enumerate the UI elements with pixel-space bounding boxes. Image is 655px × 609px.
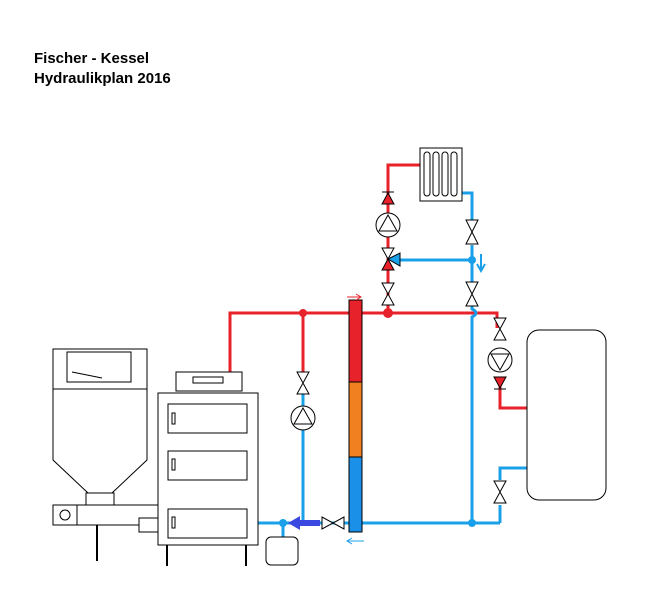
expansion-vessel xyxy=(265,536,299,566)
circulation-pump-icon xyxy=(487,347,513,373)
diagram-title: Fischer - Kessel Hydraulikplan 2016 xyxy=(34,49,171,89)
bowtie-valve-icon xyxy=(465,281,479,307)
three-way-mixing-valve-icon xyxy=(381,247,401,271)
bowtie-valve-icon xyxy=(296,371,310,395)
triangle-check-valve-icon xyxy=(493,376,507,390)
flow-arrow-icon xyxy=(347,293,362,301)
bowtie-valve-icon xyxy=(321,516,345,530)
junction-dots xyxy=(279,256,476,527)
radiator-return-pipe xyxy=(462,191,474,220)
valves xyxy=(296,219,507,530)
supply-pipes xyxy=(228,163,527,410)
triangle-check-valve-icon xyxy=(381,191,395,205)
tank-feed-pipe xyxy=(498,385,527,410)
check-valves xyxy=(381,191,507,390)
title-line-1: Fischer - Kessel xyxy=(34,50,150,67)
hopper-level-indicator xyxy=(71,371,103,379)
bowtie-valve-icon xyxy=(465,219,479,245)
header-flow-arrows xyxy=(346,293,364,545)
header-supply-pipe xyxy=(362,311,499,328)
bowtie-valve-icon xyxy=(493,317,507,341)
bowtie-valve-icon xyxy=(493,480,507,504)
pellet-hopper xyxy=(52,348,159,561)
circulation-pump-icon xyxy=(375,212,401,238)
boiler-door-top xyxy=(167,403,248,434)
title-line-2: Hydraulikplan 2016 xyxy=(34,70,171,87)
pumps xyxy=(290,212,513,431)
boiler xyxy=(157,371,259,566)
return-pipes xyxy=(253,191,527,538)
hydraulic-header xyxy=(348,299,363,533)
storage-tank xyxy=(526,329,607,501)
auger-motor-icon xyxy=(59,509,71,521)
flow-arrow-icon xyxy=(346,537,364,545)
return-riser-lower xyxy=(470,305,478,523)
boiler-flow-pipe xyxy=(228,311,349,372)
tank-return-upper xyxy=(498,466,527,480)
bowtie-valve-icon xyxy=(381,282,395,306)
flow-arrow-icon xyxy=(288,516,320,530)
heating-riser xyxy=(386,163,420,313)
hopper-body xyxy=(52,388,148,494)
circulation-pump-icon xyxy=(290,405,316,431)
radiator xyxy=(419,147,463,202)
boiler-door-middle xyxy=(167,450,248,481)
boiler-door-bottom xyxy=(167,508,248,539)
flow-arrow-icon xyxy=(476,254,486,274)
